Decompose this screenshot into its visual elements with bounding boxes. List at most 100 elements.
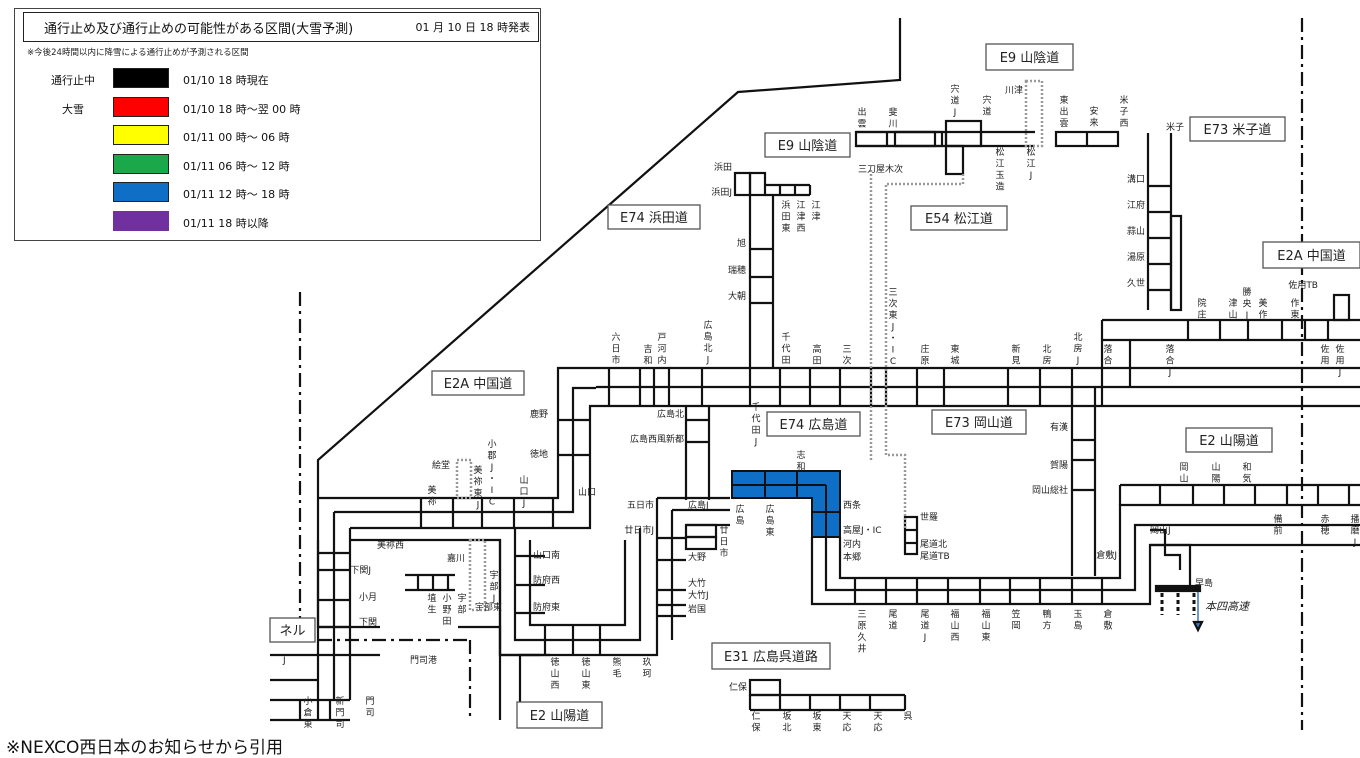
legend-swatch (113, 153, 169, 174)
station-label: 志和 (796, 449, 805, 473)
e2-line (810, 537, 1360, 606)
route-name-box (910, 205, 1008, 231)
station-label: 天応 (842, 712, 851, 734)
e2-line (824, 523, 1360, 592)
station-label: 高屋J・IC (843, 524, 882, 536)
e2-line (528, 540, 627, 627)
e9-segment (893, 130, 937, 148)
route-name-box (431, 370, 525, 396)
road-segment (684, 535, 718, 551)
route-name-box (931, 409, 1027, 435)
station-label: 徳地 (530, 448, 548, 460)
station-label: 赤穂 (1320, 514, 1329, 537)
station-label: 三原久井 (857, 610, 866, 655)
route-name-box (764, 132, 851, 158)
station-label: 岡山 (1179, 462, 1188, 485)
station-label: 笠岡 (1011, 608, 1020, 632)
route-name-box (1262, 241, 1360, 269)
station-label: 美作 (1258, 297, 1267, 321)
honshi-junction-bar (1154, 584, 1202, 593)
route-name-box (766, 411, 861, 437)
station-label: 天応 (873, 712, 882, 734)
legend-time-range: 01/11 12 時～ 18 時 (183, 188, 290, 202)
station-label: 東出雲 (1059, 94, 1068, 129)
station-label: 広島北 (657, 408, 684, 420)
station-label: 尾道 (888, 609, 897, 632)
station-label: 千代田 (781, 332, 790, 366)
forecast-closure-1112-1118 (731, 470, 841, 538)
e9-segment (944, 144, 965, 176)
station-label: 嘉川 (447, 552, 465, 564)
route-name: E9 山陰道 (778, 139, 838, 154)
station-label: 津山 (1228, 298, 1237, 321)
station-label: 埴生 (427, 592, 436, 616)
road-segment (903, 515, 919, 556)
station-label: 広島J (688, 499, 709, 511)
station-label: 岩国 (688, 603, 706, 615)
dotted-road (455, 458, 473, 500)
station-label: 本郷 (843, 551, 861, 563)
station-label: 山口 (578, 487, 596, 498)
legend-time-range: 01/11 18 時以降 (183, 217, 269, 230)
legend-row: 01/11 00 時～ 06 時 (15, 125, 515, 147)
e9-segment (944, 119, 983, 148)
e2a-line (350, 404, 596, 530)
station-label: 浜田J (711, 187, 732, 198)
station-label: 河内 (843, 538, 861, 550)
route-name-box (1185, 427, 1273, 453)
station-label: 岡山総社 (1032, 484, 1068, 496)
station-label: 庄原 (920, 343, 929, 367)
station-label: 瑞穂 (728, 264, 746, 276)
closure-forecast-segment (731, 470, 841, 538)
station-label: 山陽 (1211, 462, 1220, 485)
legend-time-range: 01/11 00 時～ 06 時 (183, 131, 290, 145)
route-name: E2 山陽道 (530, 709, 590, 724)
station-label: 備前 (1273, 513, 1282, 537)
route-name: ネル (279, 624, 305, 639)
station-label: 斐川 (888, 106, 897, 130)
station-label: 江府 (1127, 199, 1145, 211)
station-label: 浜田東 (781, 200, 790, 234)
legend-note: ※今後24時間以内に降雪による通行止めが予測される区間 (27, 48, 249, 58)
station-label: 院庄 (1197, 297, 1206, 321)
route-name: E9 山陰道 (1000, 51, 1060, 66)
station-label: 防府東 (533, 601, 560, 613)
e74-segment (733, 171, 752, 197)
route-name: E74 浜田道 (620, 211, 688, 226)
station-label: 仁保 (729, 681, 747, 693)
route-name-box (516, 701, 603, 729)
station-label: 米子 (1166, 121, 1184, 133)
legend-swatch (113, 211, 169, 231)
legend-time-range: 01/11 06 時～ 12 時 (183, 159, 290, 173)
station-label: 広島東 (765, 503, 774, 538)
dotted-road (884, 174, 965, 530)
station-label: 高田 (812, 343, 821, 367)
station-label: 玖珂 (642, 656, 651, 680)
route-name: E54 松江道 (925, 212, 993, 227)
station-label: 玉島 (1073, 609, 1082, 632)
station-label: 福山東 (981, 608, 990, 643)
route-name: E73 米子道 (1204, 123, 1272, 138)
station-label: 坂東 (812, 711, 821, 734)
station-label: 大野 (688, 551, 706, 563)
station-label: 廿日市 (719, 524, 728, 559)
station-label: 美祢 (427, 484, 436, 508)
station-label: 小野田 (442, 593, 451, 627)
station-label: 徳山西 (550, 656, 559, 691)
arrow-down-icon (1192, 620, 1204, 633)
station-label: 新門司 (335, 695, 344, 730)
source-footnote: ※NEXCO西日本のお知らせから引用 (6, 738, 284, 758)
route-name: E74 広島道 (780, 418, 848, 433)
station-label: 早島 (1195, 577, 1213, 589)
issued-time: 01 月 10 日 18 時発表 (415, 21, 530, 34)
